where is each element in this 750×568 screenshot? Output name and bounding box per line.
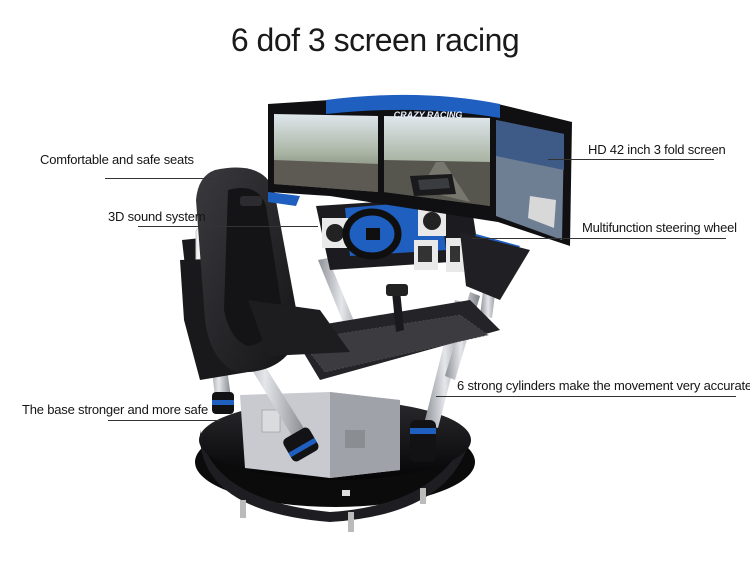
callout-line-sound bbox=[138, 226, 318, 227]
callout-line-seats bbox=[105, 178, 243, 179]
callout-wheel: Multifunction steering wheel bbox=[582, 220, 737, 235]
callout-cylinders: 6 strong cylinders make the movement ver… bbox=[457, 378, 750, 393]
screen-banner: CRAZY RACING bbox=[394, 110, 463, 120]
base-platform bbox=[195, 392, 475, 532]
callout-sound: 3D sound system bbox=[108, 209, 206, 224]
callout-seats: Comfortable and safe seats bbox=[40, 152, 194, 167]
callout-line-cylinders bbox=[436, 396, 736, 397]
callout-screen: HD 42 inch 3 fold screen bbox=[588, 142, 726, 157]
racing-seat bbox=[180, 167, 350, 380]
callout-base: The base stronger and more safe bbox=[22, 402, 209, 417]
page-title: 6 dof 3 screen racing bbox=[230, 22, 520, 58]
callout-line-wheel bbox=[472, 238, 726, 239]
three-fold-screen bbox=[268, 94, 572, 300]
callout-line-screen bbox=[548, 159, 714, 160]
callout-line-base bbox=[108, 420, 220, 421]
